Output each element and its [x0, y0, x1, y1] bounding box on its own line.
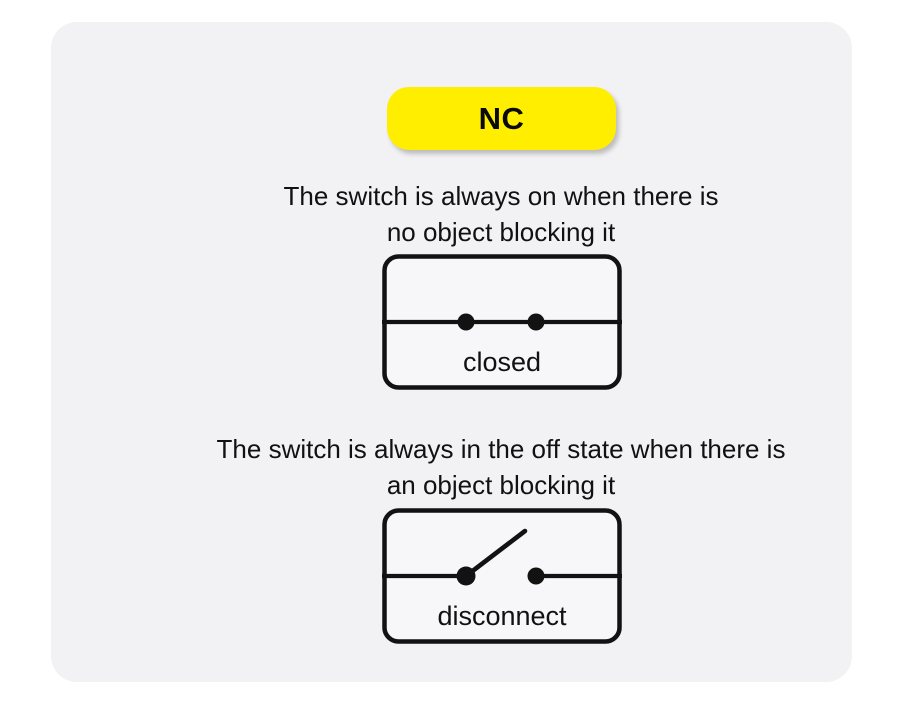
switch-contact-dot-right	[527, 313, 545, 331]
switch-contact-dot-left	[457, 313, 475, 331]
switch-contact-dot-right	[527, 567, 545, 585]
caption-open-state: The switch is always in the off state wh…	[216, 434, 786, 500]
switch-symbol-open	[382, 508, 622, 644]
content-card: NC The switch is always on when there is…	[51, 22, 852, 682]
caption-closed-state: The switch is always on when there is no…	[283, 181, 719, 247]
nc-badge: NC	[387, 87, 616, 150]
switch-state-label-closed: closed	[462, 347, 542, 377]
switch-symbol-closed	[382, 254, 622, 390]
switch-figure-closed: closed	[382, 254, 622, 390]
switch-figure-disconnect: disconnect	[382, 508, 622, 644]
switch-open-arm	[463, 528, 528, 579]
switch-state-label-disconnect: disconnect	[437, 601, 567, 631]
nc-badge-label: NC	[478, 101, 525, 136]
switch-pivot-dot-left	[456, 566, 476, 586]
